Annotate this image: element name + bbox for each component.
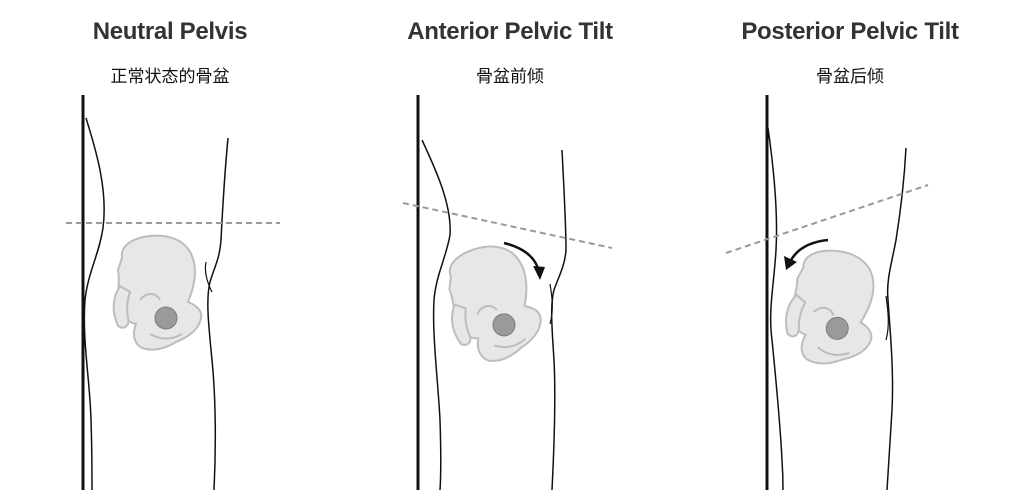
anterior-tilt-figure [402, 95, 613, 491]
curved-arrow-counterclockwise-icon [788, 238, 829, 263]
body-outline-back [767, 127, 784, 491]
femoral-head [825, 316, 849, 340]
panel-subtitle: 骨盆前倾 [476, 67, 544, 87]
body-outline-front-inner [549, 283, 553, 325]
panel-posterior-pelvic-tilt: Posterior Pelvic Tilt 骨盆后倾 [680, 0, 1020, 500]
panel-title: Posterior Pelvic Tilt [741, 18, 959, 45]
panel-title: Neutral Pelvis [92, 18, 248, 45]
body-outline-back [421, 139, 451, 491]
neutral-pelvis-figure [66, 95, 280, 491]
pelvis-bone [112, 234, 203, 351]
pelvic-tilt-line [402, 202, 613, 249]
body-outline-back [83, 117, 105, 491]
panel-subtitle: 正常状态的骨盆 [110, 67, 230, 87]
body-outline-front [550, 149, 567, 491]
body-outline-front-inner [885, 295, 889, 341]
femoral-head [492, 313, 516, 337]
body-outline-front [886, 147, 907, 491]
pelvis-bone [448, 245, 542, 362]
femoral-head [154, 306, 178, 330]
pelvic-tilt-line [725, 184, 929, 254]
panel-neutral-pelvis: Neutral Pelvis 正常状态的骨盆 [0, 0, 340, 500]
panel-anterior-pelvic-tilt: Anterior Pelvic Tilt 骨盆前倾 [340, 0, 680, 500]
pelvis-bone [785, 249, 875, 365]
body-outline-front-inner [204, 261, 213, 293]
posterior-tilt-figure [725, 95, 929, 491]
arrow-head [784, 256, 797, 270]
arrow-head [533, 266, 545, 280]
panel-subtitle: 骨盆后倾 [816, 67, 884, 87]
panel-title: Anterior Pelvic Tilt [407, 18, 613, 45]
body-outline-front [207, 137, 229, 491]
